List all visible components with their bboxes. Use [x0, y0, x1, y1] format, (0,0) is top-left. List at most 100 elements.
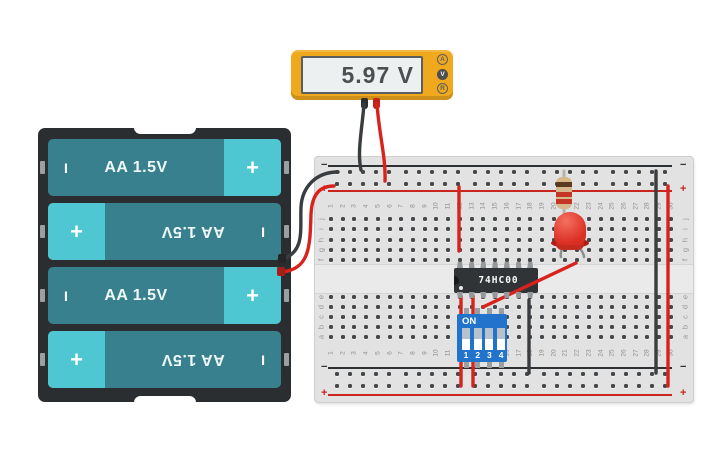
breadboard-hole[interactable] [422, 325, 427, 329]
breadboard-hole[interactable] [633, 335, 638, 339]
breadboard-hole[interactable] [469, 248, 474, 252]
breadboard-hole[interactable] [375, 305, 380, 309]
breadboard-hole[interactable] [528, 217, 533, 221]
rail-hole[interactable] [417, 372, 421, 376]
breadboard-hole[interactable] [411, 227, 416, 231]
breadboard-hole[interactable] [645, 227, 650, 231]
breadboard-hole[interactable] [622, 325, 626, 329]
breadboard-hole[interactable] [364, 258, 369, 262]
breadboard-hole[interactable] [434, 305, 439, 309]
breadboard-hole[interactable] [375, 248, 380, 252]
breadboard-hole[interactable] [610, 325, 615, 329]
breadboard-hole[interactable] [364, 315, 369, 319]
breadboard-hole[interactable] [375, 258, 380, 262]
breadboard-hole[interactable] [551, 335, 556, 339]
rail-hole[interactable] [525, 170, 529, 174]
breadboard-hole[interactable] [633, 217, 638, 221]
breadboard-hole[interactable] [598, 295, 603, 299]
rail-hole[interactable] [404, 170, 408, 174]
rail-hole[interactable] [335, 182, 339, 186]
breadboard-hole[interactable] [422, 248, 427, 252]
breadboard-hole[interactable] [657, 258, 662, 262]
breadboard-hole[interactable] [422, 258, 427, 262]
breadboard-hole[interactable] [633, 305, 638, 309]
multimeter-mode-resistance-button[interactable]: R [437, 83, 448, 94]
breadboard-hole[interactable] [375, 295, 380, 299]
breadboard-hole[interactable] [411, 315, 416, 319]
battery-aa-1[interactable]: I AA 1.5V + [48, 139, 281, 196]
breadboard-hole[interactable] [399, 295, 404, 299]
breadboard-hole[interactable] [364, 227, 369, 231]
breadboard-hole[interactable] [610, 295, 615, 299]
rail-hole[interactable] [637, 372, 641, 376]
breadboard-hole[interactable] [539, 258, 544, 262]
breadboard-hole[interactable] [340, 325, 345, 329]
breadboard-hole[interactable] [528, 258, 533, 262]
breadboard-hole[interactable] [610, 227, 615, 231]
breadboard-hole[interactable] [446, 258, 451, 262]
breadboard-hole[interactable] [657, 305, 662, 309]
rail-hole[interactable] [637, 170, 641, 174]
breadboard-hole[interactable] [387, 248, 392, 252]
breadboard-hole[interactable] [645, 325, 650, 329]
breadboard-hole[interactable] [551, 315, 556, 319]
rail-hole[interactable] [361, 372, 365, 376]
rail-hole[interactable] [335, 372, 339, 376]
breadboard-hole[interactable] [364, 295, 369, 299]
breadboard-hole[interactable] [516, 217, 521, 221]
breadboard-hole[interactable] [668, 305, 673, 309]
breadboard-hole[interactable] [387, 305, 392, 309]
rail-hole[interactable] [499, 372, 503, 376]
breadboard-hole[interactable] [422, 335, 427, 339]
breadboard-hole[interactable] [528, 248, 533, 252]
breadboard-hole[interactable] [340, 295, 345, 299]
breadboard-hole[interactable] [586, 325, 591, 329]
breadboard-hole[interactable] [352, 238, 357, 242]
breadboard-hole[interactable] [539, 248, 544, 252]
breadboard-hole[interactable] [645, 305, 650, 309]
breadboard-hole[interactable] [375, 217, 380, 221]
breadboard-hole[interactable] [539, 305, 544, 309]
breadboard-hole[interactable] [340, 248, 345, 252]
breadboard-hole[interactable] [622, 315, 626, 319]
breadboard-hole[interactable] [399, 217, 404, 221]
breadboard-hole[interactable] [352, 325, 357, 329]
rail-hole[interactable] [417, 384, 421, 388]
rail-hole[interactable] [624, 182, 628, 186]
breadboard-hole[interactable] [364, 305, 369, 309]
rail-hole[interactable] [594, 170, 598, 174]
rail-hole[interactable] [387, 182, 391, 186]
breadboard-hole[interactable] [539, 315, 544, 319]
rail-hole[interactable] [456, 182, 460, 186]
breadboard-hole[interactable] [516, 238, 521, 242]
breadboard-hole[interactable] [598, 335, 603, 339]
rail-hole[interactable] [430, 170, 434, 174]
breadboard-hole[interactable] [586, 315, 591, 319]
rail-hole[interactable] [663, 182, 667, 186]
resistor[interactable] [556, 177, 572, 209]
breadboard-hole[interactable] [575, 248, 580, 252]
breadboard-hole[interactable] [551, 305, 556, 309]
breadboard-hole[interactable] [434, 295, 439, 299]
breadboard-hole[interactable] [622, 305, 626, 309]
breadboard-hole[interactable] [586, 238, 591, 242]
rail-hole[interactable] [663, 170, 667, 174]
breadboard-hole[interactable] [446, 248, 451, 252]
breadboard-hole[interactable] [516, 227, 521, 231]
breadboard-hole[interactable] [434, 335, 439, 339]
breadboard-hole[interactable] [422, 315, 427, 319]
breadboard-hole[interactable] [340, 315, 345, 319]
rail-hole[interactable] [542, 372, 546, 376]
rail-hole[interactable] [456, 170, 460, 174]
breadboard-hole[interactable] [387, 315, 392, 319]
breadboard-hole[interactable] [610, 238, 615, 242]
breadboard-hole[interactable] [586, 295, 591, 299]
breadboard-hole[interactable] [668, 227, 673, 231]
breadboard-hole[interactable] [481, 305, 486, 309]
breadboard-hole[interactable] [563, 325, 568, 329]
breadboard-hole[interactable] [434, 325, 439, 329]
led[interactable] [554, 212, 586, 245]
breadboard-hole[interactable] [340, 258, 345, 262]
breadboard-hole[interactable] [657, 325, 662, 329]
breadboard-hole[interactable] [399, 258, 404, 262]
